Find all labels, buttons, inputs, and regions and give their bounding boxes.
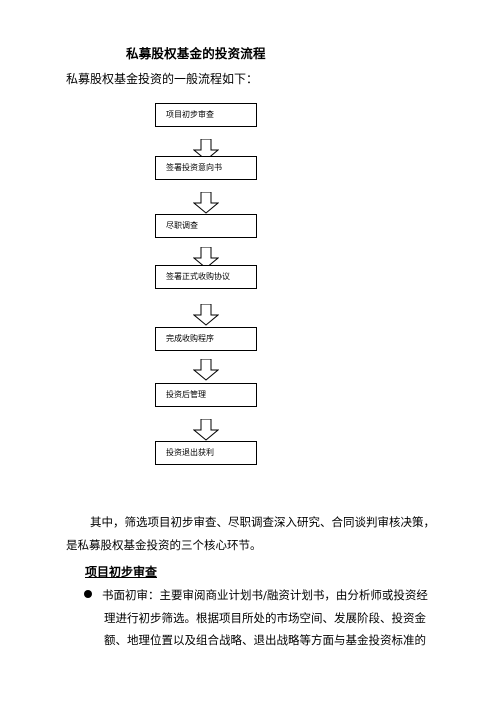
flow-step-box: 项目初步审查 [155,103,257,127]
flow-step-label: 签署正式收购协议 [166,272,230,281]
flow-step-label: 投资退出获利 [166,448,214,457]
flow-step-box: 完成收购程序 [155,327,257,351]
flow-step-box: 尽职调查 [155,214,257,238]
paragraph-line: 是私募股权基金投资的三个核心环节。 [66,538,262,552]
down-arrow-icon [193,247,219,269]
flow-step-box: 投资后管理 [155,383,257,407]
flow-step-box: 投资退出获利 [155,441,257,465]
down-arrow-icon [193,192,219,214]
flow-step-label: 投资后管理 [166,390,206,399]
bullet-line: 理进行初步筛选。根据项目所处的市场空间、发展阶段、投资金 [104,610,426,625]
flow-step-label: 完成收购程序 [166,334,214,343]
down-arrow-icon [193,419,219,441]
bullet-text: 书面初审：主要审阅商业计划书/融资计划书，由分析师或投资经 [102,588,428,602]
flow-step-box: 签署正式收购协议 [155,265,257,289]
intro-text: 私募股权基金投资的一般流程如下： [66,72,259,86]
body-paragraph: 其中，筛选项目初步审查、尽职调查深入研究、合同谈判审核决策， 是私募股权基金投资… [66,511,466,557]
down-arrow-icon [193,359,219,381]
down-arrow-icon [193,304,219,326]
paragraph-line: 其中，筛选项目初步审查、尽职调查深入研究、合同谈判审核决策， [90,515,435,529]
bullet-item: 书面初审：主要审阅商业计划书/融资计划书，由分析师或投资经 理进行初步筛选。根据… [84,584,484,652]
flow-step-label: 签署投资意向书 [166,163,222,172]
bullet-line: 书面初审：主要审阅商业计划书/融资计划书，由分析师或投资经 [84,584,484,607]
down-arrow-icon [193,139,219,161]
document-title: 私募股权基金的投资流程 [126,46,266,61]
section-heading: 项目初步审查 [85,565,158,579]
bullet-dot-icon [84,590,92,598]
flow-step-label: 项目初步审查 [166,110,214,119]
flow-step-label: 尽职调查 [166,221,198,230]
flow-step-box: 签署投资意向书 [155,156,257,180]
bullet-line: 额、地理位置以及组合战略、退出战略等方面与基金投资标准的 [104,633,426,647]
